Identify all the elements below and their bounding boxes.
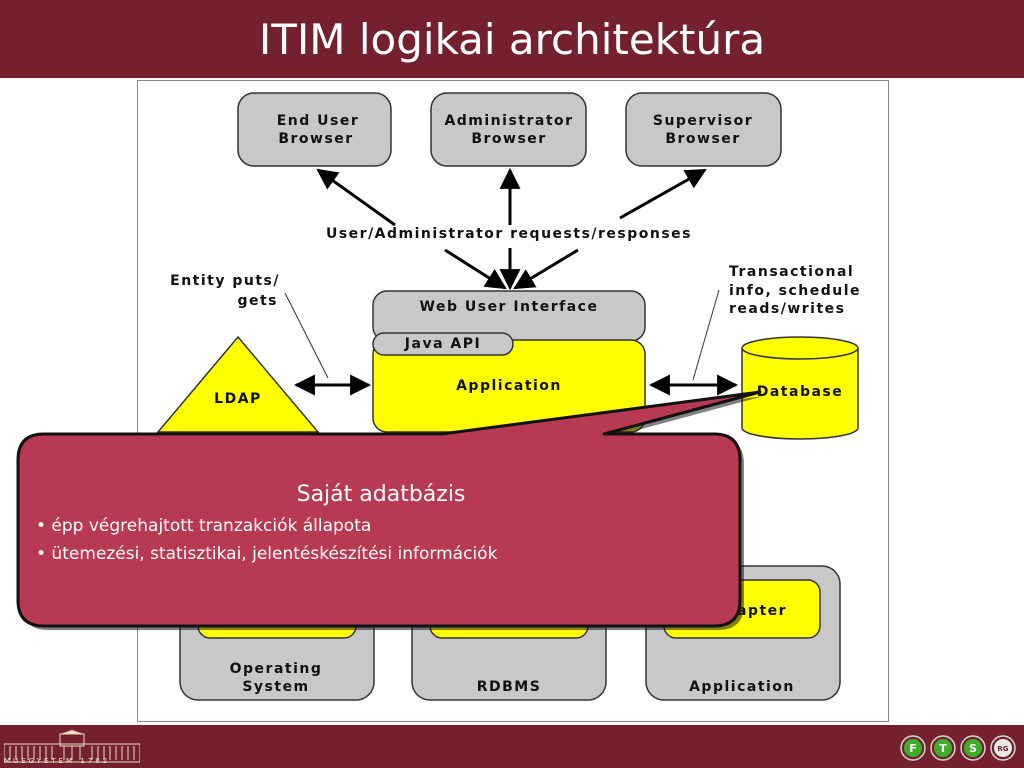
- ldap-node: LDAP: [156, 335, 320, 433]
- java-api-node: Java API: [372, 332, 514, 356]
- transactional-line1: Transactional: [729, 264, 854, 280]
- slide-title: ITIM logikai architektúra: [258, 15, 766, 64]
- web-user-interface-label: Web User Interface: [420, 299, 599, 315]
- transactional-line2: info, schedule: [729, 283, 861, 299]
- supervisor-browser-line2: Browser: [665, 131, 740, 147]
- arrow-to-end-user: [316, 168, 396, 227]
- end-user-browser-node: End User Browser: [237, 92, 392, 167]
- operating-system-line1: Operating: [230, 661, 323, 677]
- application-bottom-label: Application: [689, 679, 795, 695]
- arrow-to-supervisor: [619, 168, 707, 220]
- rdbms-label: RDBMS: [477, 679, 542, 695]
- application-node: Application: [372, 339, 646, 433]
- callout-bullet-1: • épp végrehajtott tranzakciók állapota: [36, 516, 372, 536]
- arrow-down-right: [513, 248, 579, 290]
- fts-letter-t: T: [939, 742, 947, 755]
- transactional-line3: reads/writes: [729, 301, 845, 317]
- fts-letter-f: F: [909, 742, 917, 755]
- architecture-diagram: End User Browser Administrator Browser S…: [16, 92, 861, 701]
- fts-letter-rg: RG: [997, 745, 1008, 753]
- end-user-browser-line2: Browser: [278, 131, 353, 147]
- fts-letter-s: S: [969, 742, 977, 755]
- requests-label: User/Administrator requests/responses: [326, 226, 692, 242]
- application-label: Application: [456, 378, 562, 394]
- supervisor-browser-node: Supervisor Browser: [625, 92, 782, 167]
- title-bar: [0, 0, 1024, 78]
- ldap-label: LDAP: [214, 391, 262, 407]
- footer-bar: [0, 725, 1024, 768]
- operating-system-line2: System: [242, 679, 309, 695]
- administrator-browser-node: Administrator Browser: [430, 92, 587, 167]
- callout-bubble: [16, 390, 762, 628]
- adapter-label: apter: [737, 603, 787, 619]
- transactional-leader: [692, 289, 720, 381]
- database-label: Database: [757, 384, 844, 400]
- callout-bullet-2: • ütemezési, statisztikai, jelentéskészí…: [36, 544, 498, 564]
- callout-title: Saját adatbázis: [296, 482, 466, 507]
- fts-group-logo: F T S RG: [900, 735, 1016, 761]
- end-user-browser-line1: End User: [277, 113, 360, 129]
- web-user-interface-node: Web User Interface: [372, 290, 646, 342]
- entity-puts-leader: [284, 292, 329, 379]
- entity-puts-line2: gets: [237, 293, 278, 309]
- administrator-browser-line2: Browser: [471, 131, 546, 147]
- university-building-logo: [4, 730, 140, 763]
- arrow-down-left: [444, 248, 507, 290]
- java-api-label: Java API: [404, 336, 481, 352]
- callout-content: Saját adatbázis • épp végrehajtott tranz…: [36, 478, 726, 568]
- entity-puts-line1: Entity puts/: [170, 273, 280, 289]
- university-caption: MŰEGYETEM 1782: [4, 757, 111, 765]
- administrator-browser-line1: Administrator: [444, 113, 573, 129]
- supervisor-browser-line1: Supervisor: [653, 113, 753, 129]
- database-node: Database: [741, 336, 859, 440]
